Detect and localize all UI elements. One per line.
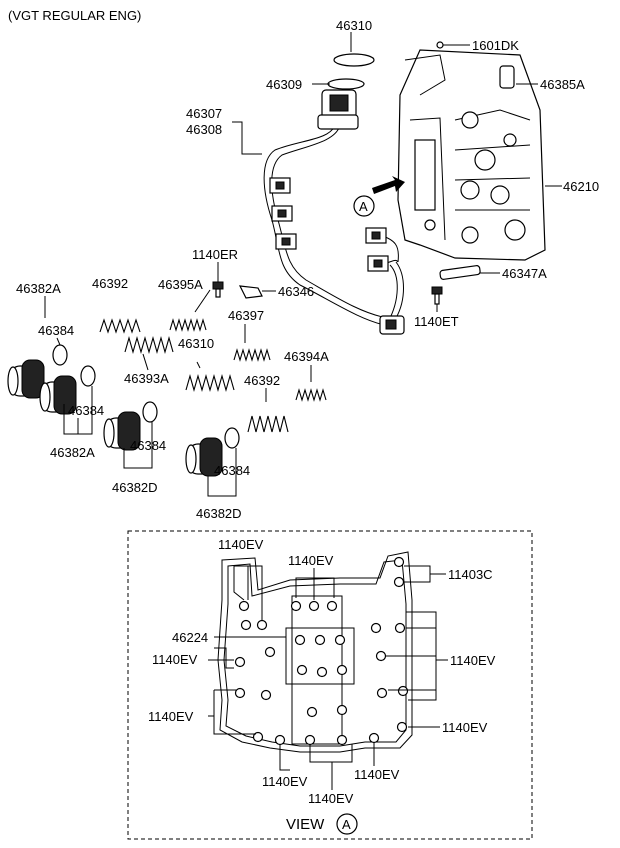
part-46347A <box>439 265 481 280</box>
washer-46384-4 <box>224 427 240 449</box>
view-a-label-1140EV-right-mid: 1140EV <box>450 653 496 668</box>
callout-46384-3: 46384 <box>130 438 166 453</box>
callout-46382A-2: 46382A <box>50 445 95 460</box>
harness-plug-4 <box>365 227 387 244</box>
bolt-1140ET <box>431 286 443 305</box>
callout-46382D-2: 46382D <box>196 506 242 521</box>
view-a-label-1140EV-bottom-1: 1140EV <box>262 774 308 789</box>
view-a-label-11403C: 11403C <box>448 567 493 582</box>
callout-46384-4: 46384 <box>214 463 250 478</box>
washer-46384-3 <box>142 401 158 423</box>
callout-46392-lower: 46392 <box>244 373 280 388</box>
callout-46210: 46210 <box>563 179 599 194</box>
washer-46384-1 <box>52 344 68 366</box>
view-a-leader-lines <box>208 565 448 790</box>
harness-plug-3 <box>275 233 297 250</box>
part-46385A <box>499 65 515 89</box>
washer-46384-2 <box>80 365 96 387</box>
spring-46392-lower <box>247 415 289 433</box>
view-a-label-46224: 46224 <box>172 630 208 645</box>
callout-46310-mid: 46310 <box>178 336 214 351</box>
callout-46347A: 46347A <box>502 266 547 281</box>
harness-connector-main <box>317 89 359 130</box>
spring-46310-mid <box>185 373 235 393</box>
callout-46393A: 46393A <box>124 371 169 386</box>
spring-46397 <box>233 348 271 362</box>
callout-46395A: 46395A <box>158 277 203 292</box>
harness-plug-2 <box>271 205 293 222</box>
callout-46309: 46309 <box>266 77 302 92</box>
view-a-frame <box>127 530 533 840</box>
callout-46382A-1: 46382A <box>16 281 61 296</box>
o-ring-46310 <box>333 53 375 67</box>
harness-plug-1 <box>269 177 291 194</box>
spring-46392-upper <box>99 318 141 334</box>
bolt-1140ER <box>212 281 224 298</box>
o-ring-46309 <box>327 78 365 90</box>
callout-46308: 46308 <box>186 122 222 137</box>
callout-46392-upper: 46392 <box>92 276 128 291</box>
callout-46346: 46346 <box>278 284 314 299</box>
callout-46397: 46397 <box>228 308 264 323</box>
callout-46310-top: 46310 <box>336 18 372 33</box>
valve-body <box>397 49 546 261</box>
view-a-label-1140EV-top-center: 1140EV <box>288 553 334 568</box>
callout-46385A: 46385A <box>540 77 585 92</box>
callout-46384-1: 46384 <box>38 323 74 338</box>
view-a-label-1140EV-top-left: 1140EV <box>218 537 264 552</box>
callout-1601DK: 1601DK <box>472 38 519 53</box>
view-a-arrow: A <box>353 176 405 217</box>
spring-46394A <box>295 388 327 402</box>
callout-1140ER: 1140ER <box>192 247 238 262</box>
spring-46393A <box>124 335 174 355</box>
clip-46346 <box>238 285 263 299</box>
valve-46382A-lower <box>39 375 77 415</box>
callout-46382D-1: 46382D <box>112 480 158 495</box>
leader-lines-upper <box>44 32 562 497</box>
view-a-label-1140EV-right-low: 1140EV <box>442 720 488 735</box>
view-a-label-1140EV-bottom-3: 1140EV <box>354 767 400 782</box>
view-a-bolts <box>234 556 409 746</box>
callout-46394A: 46394A <box>284 349 329 364</box>
valve-46382D-upper <box>103 411 141 451</box>
view-a-label-1140EV-left-low: 1140EV <box>148 709 194 724</box>
callout-46307: 46307 <box>186 106 222 121</box>
view-a-caption-letter: A <box>342 817 351 832</box>
harness-plug-6 <box>379 315 405 335</box>
view-a-caption-text: VIEW <box>286 816 325 833</box>
callout-1140ET: 1140ET <box>414 314 459 329</box>
view-a-label-1140EV-left-mid: 1140EV <box>152 652 198 667</box>
valve-46382D-lower <box>185 437 223 477</box>
valve-46382A-upper <box>7 359 45 399</box>
view-a-label-1140EV-bottom-2: 1140EV <box>308 791 354 806</box>
header-title: (VGT REGULAR ENG) <box>8 8 141 23</box>
callout-46384-2: 46384 <box>68 403 104 418</box>
harness-plug-5 <box>367 255 389 272</box>
view-a-caption: VIEW A <box>286 813 358 835</box>
view-a-marker-letter: A <box>359 199 368 214</box>
spring-46395A <box>169 318 207 332</box>
part-1601DK-dot <box>436 41 444 49</box>
